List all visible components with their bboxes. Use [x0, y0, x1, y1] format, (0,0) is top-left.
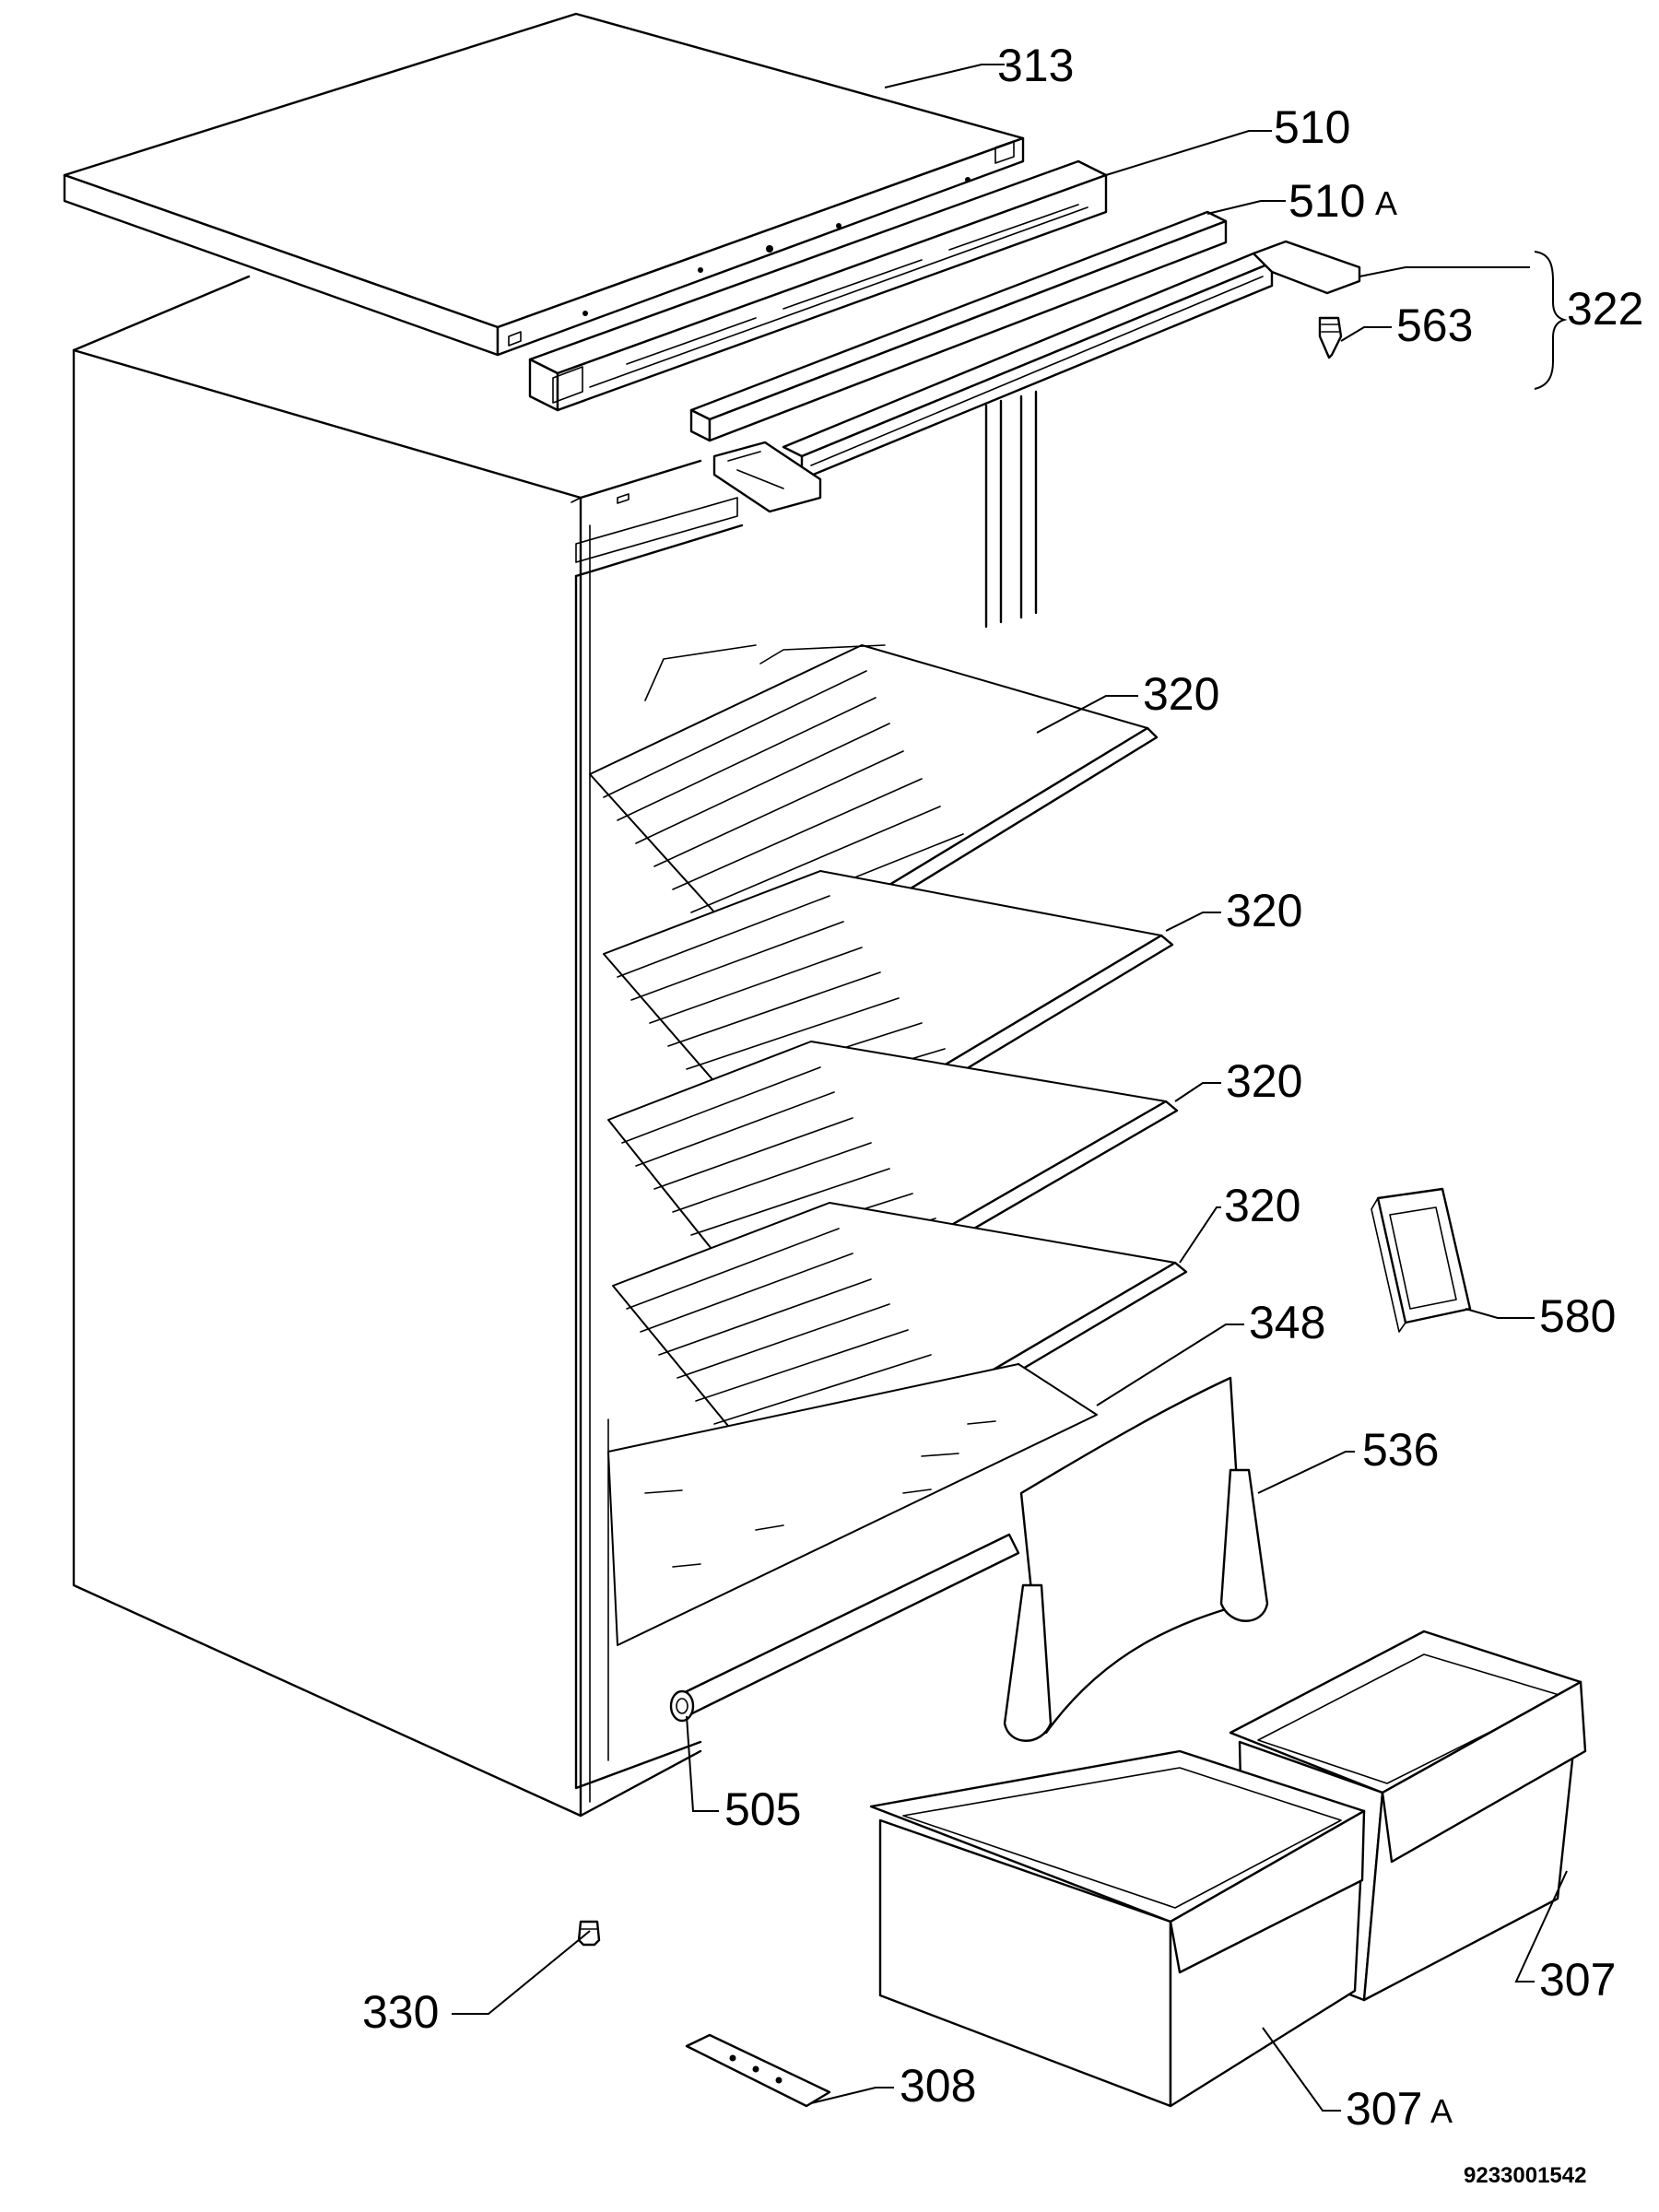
label-510a-suffix: A	[1375, 184, 1397, 222]
part-labels: 313 510 510 A 322 563 320 320 320 320 58…	[362, 40, 1643, 2135]
label-307a: 307	[1346, 2083, 1422, 2135]
label-313: 313	[997, 40, 1074, 91]
label-308: 308	[900, 2060, 976, 2112]
top-cover	[63, 12, 1025, 357]
label-536: 536	[1362, 1424, 1439, 1476]
bottle-divider	[1003, 1376, 1269, 1742]
label-320-2: 320	[1226, 885, 1302, 936]
label-510: 510	[1274, 101, 1350, 153]
frame-580	[1371, 1187, 1472, 1333]
hinge-plate-308	[685, 2033, 831, 2108]
label-322: 322	[1567, 283, 1643, 335]
label-510a: 510	[1288, 175, 1365, 227]
label-505: 505	[724, 1783, 801, 1835]
label-307: 307	[1539, 1954, 1616, 2006]
tray-307a	[869, 1749, 1366, 2108]
label-580: 580	[1539, 1290, 1616, 1342]
hinge-bracket-assembly	[712, 240, 1361, 629]
leader-lines	[452, 64, 1568, 2112]
label-320-4: 320	[1224, 1180, 1300, 1231]
label-563: 563	[1396, 300, 1473, 351]
strip-510a	[689, 210, 1228, 442]
label-348: 348	[1249, 1297, 1325, 1348]
cabinet-body	[72, 275, 744, 1818]
screw-330	[577, 1920, 601, 1947]
screw-563	[1318, 316, 1343, 359]
drawing-code: 9233001542	[1464, 2163, 1586, 2188]
front-rod	[669, 1533, 1020, 1723]
label-320-1: 320	[1143, 668, 1219, 720]
label-307a-suffix: A	[1430, 2092, 1453, 2130]
label-320-3: 320	[1226, 1055, 1302, 1107]
label-330: 330	[362, 1986, 439, 2038]
glass-shelf	[607, 1363, 1098, 1646]
